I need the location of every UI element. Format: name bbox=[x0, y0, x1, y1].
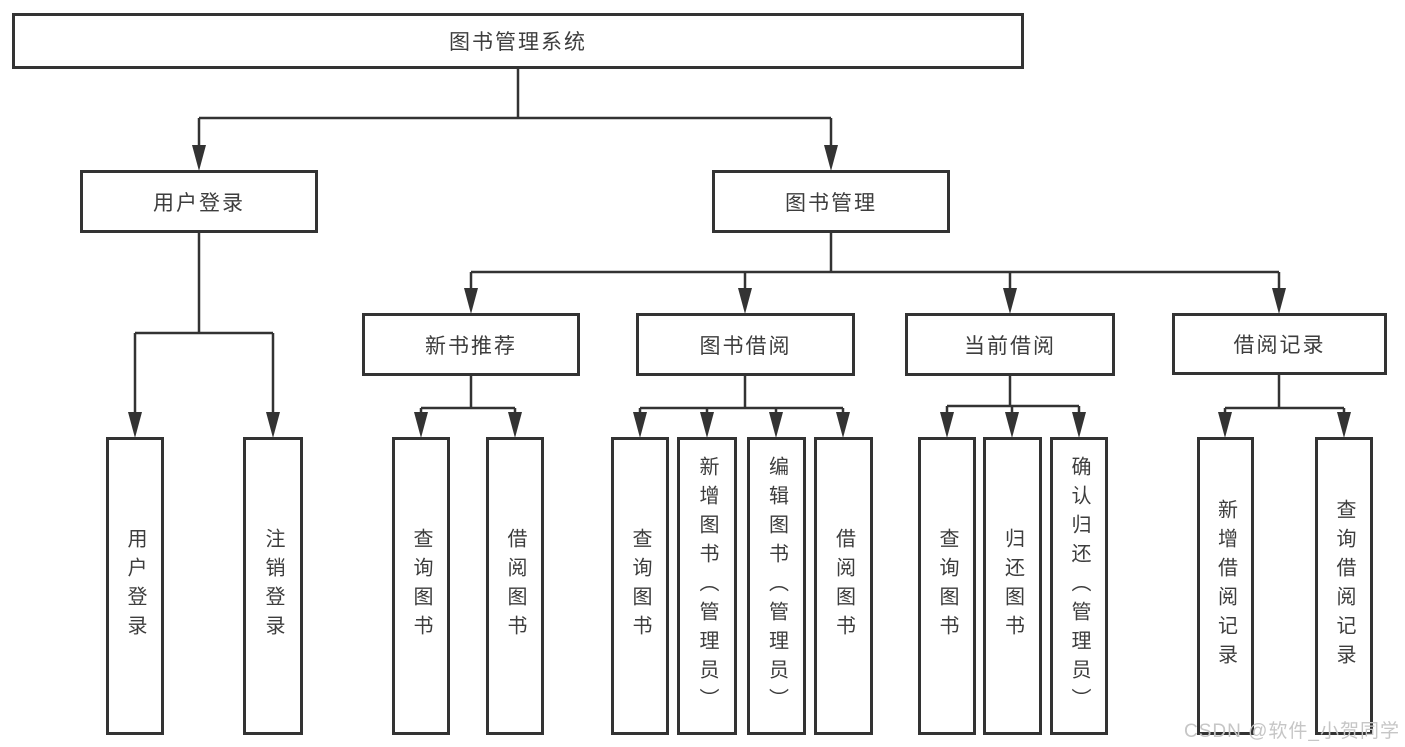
node-label: 确认归还（管理员） bbox=[1068, 455, 1090, 717]
leaf-user-login: 用户登录 bbox=[106, 437, 164, 735]
arrowhead-icons bbox=[128, 145, 1351, 438]
node-label: 借阅记录 bbox=[1233, 334, 1326, 357]
node-label: 归还图书 bbox=[1001, 528, 1024, 644]
node-label: 查询借阅记录 bbox=[1333, 499, 1355, 673]
leaf-borrow-books-recommend: 借阅图书 bbox=[486, 437, 544, 735]
node-new-book-recommend: 新书推荐 bbox=[362, 313, 580, 376]
node-label: 当前借阅 bbox=[964, 334, 1056, 358]
node-label: 编辑图书（管理员） bbox=[765, 455, 788, 717]
leaf-add-books-admin: 新增图书（管理员） bbox=[677, 437, 737, 735]
node-label: 图书管理系统 bbox=[449, 31, 587, 54]
node-label: 新增借阅记录 bbox=[1214, 499, 1237, 673]
leaf-confirm-return-admin: 确认归还（管理员） bbox=[1050, 437, 1108, 735]
leaf-edit-books-admin: 编辑图书（管理员） bbox=[747, 437, 806, 735]
leaf-borrow-books: 借阅图书 bbox=[814, 437, 873, 735]
leaf-query-books-current: 查询图书 bbox=[918, 437, 976, 735]
node-label: 新书推荐 bbox=[425, 334, 517, 358]
node-book-management: 图书管理 bbox=[712, 170, 950, 233]
node-book-borrow: 图书借阅 bbox=[636, 313, 855, 376]
node-label: 查询图书 bbox=[936, 528, 958, 644]
node-root-system: 图书管理系统 bbox=[12, 13, 1024, 69]
node-label: 借阅图书 bbox=[504, 528, 526, 644]
leaf-query-books-borrow: 查询图书 bbox=[611, 437, 669, 735]
node-label: 新增图书（管理员） bbox=[696, 455, 718, 717]
node-current-borrow: 当前借阅 bbox=[905, 313, 1115, 376]
node-label: 用户登录 bbox=[124, 528, 146, 644]
node-label: 图书管理 bbox=[785, 191, 877, 215]
leaf-logout: 注销登录 bbox=[243, 437, 303, 735]
leaf-query-books-recommend: 查询图书 bbox=[392, 437, 450, 735]
node-label: 图书借阅 bbox=[699, 334, 792, 358]
watermark: CSDN @软件_小贺同学 bbox=[1184, 721, 1400, 742]
node-label: 查询图书 bbox=[629, 528, 651, 644]
node-label: 注销登录 bbox=[262, 528, 284, 644]
node-borrow-records: 借阅记录 bbox=[1172, 313, 1387, 375]
node-label: 借阅图书 bbox=[832, 528, 855, 644]
leaf-return-books: 归还图书 bbox=[983, 437, 1042, 735]
node-user-login: 用户登录 bbox=[80, 170, 318, 233]
node-label: 用户登录 bbox=[153, 191, 245, 215]
node-label: 查询图书 bbox=[410, 528, 432, 644]
leaf-add-borrow-record: 新增借阅记录 bbox=[1197, 437, 1254, 735]
leaf-query-borrow-record: 查询借阅记录 bbox=[1315, 437, 1373, 735]
